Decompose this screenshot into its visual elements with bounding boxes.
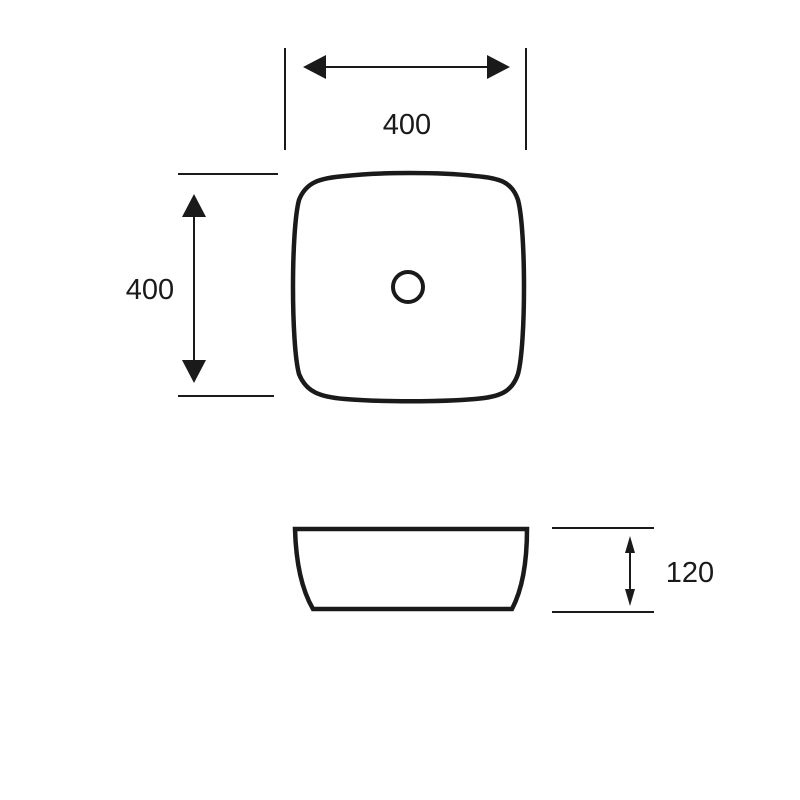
arrow-up-icon [182,194,206,217]
basin-side-outline [292,526,530,612]
width-label: 400 [383,109,431,141]
basin-side-view [292,526,530,612]
arrow-down-icon [182,360,206,383]
depth-dimension: 400 [126,173,278,397]
basin-top-view [290,170,527,404]
arrow-left-icon [303,55,326,79]
depth-label: 400 [126,274,174,306]
arrow-up-small-icon [625,536,635,553]
basin-outline [290,170,527,404]
height-label: 120 [666,557,714,589]
arrow-down-small-icon [625,589,635,606]
drain-hole-icon [391,270,425,304]
width-dimension: 400 [284,48,527,150]
arrow-right-icon [487,55,510,79]
height-dimension: 120 [552,527,714,613]
